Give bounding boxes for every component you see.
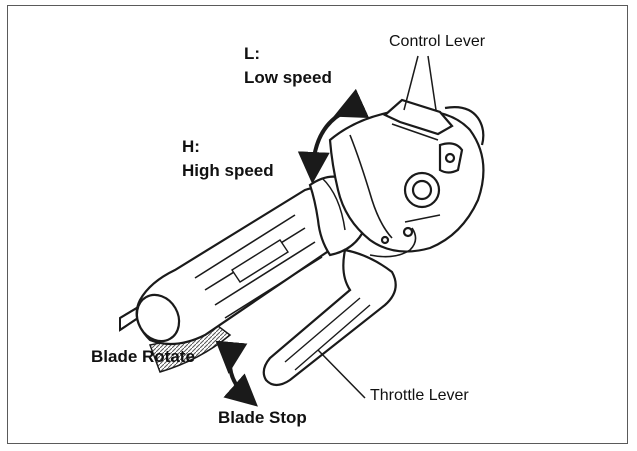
low-speed-label: Low speed (244, 68, 332, 87)
grip (135, 186, 345, 346)
low-speed-code: L: (244, 44, 261, 63)
control-lever-leader (403, 55, 419, 111)
blade-rotate-label: Blade Rotate (91, 347, 195, 366)
control-lever-leader-2 (427, 55, 437, 111)
control-lever (383, 98, 485, 146)
throttle-lever (262, 227, 417, 387)
blade-stop-label: Blade Stop (218, 408, 307, 427)
high-speed-label: High speed (182, 161, 274, 180)
throttle-lever-label: Throttle Lever (370, 387, 469, 404)
speed-arrow-icon (297, 88, 370, 184)
throttle-lever-leader (317, 349, 366, 399)
blade-arrow-icon (215, 340, 258, 407)
high-speed-code: H: (182, 137, 200, 156)
control-lever-label: Control Lever (389, 33, 486, 50)
